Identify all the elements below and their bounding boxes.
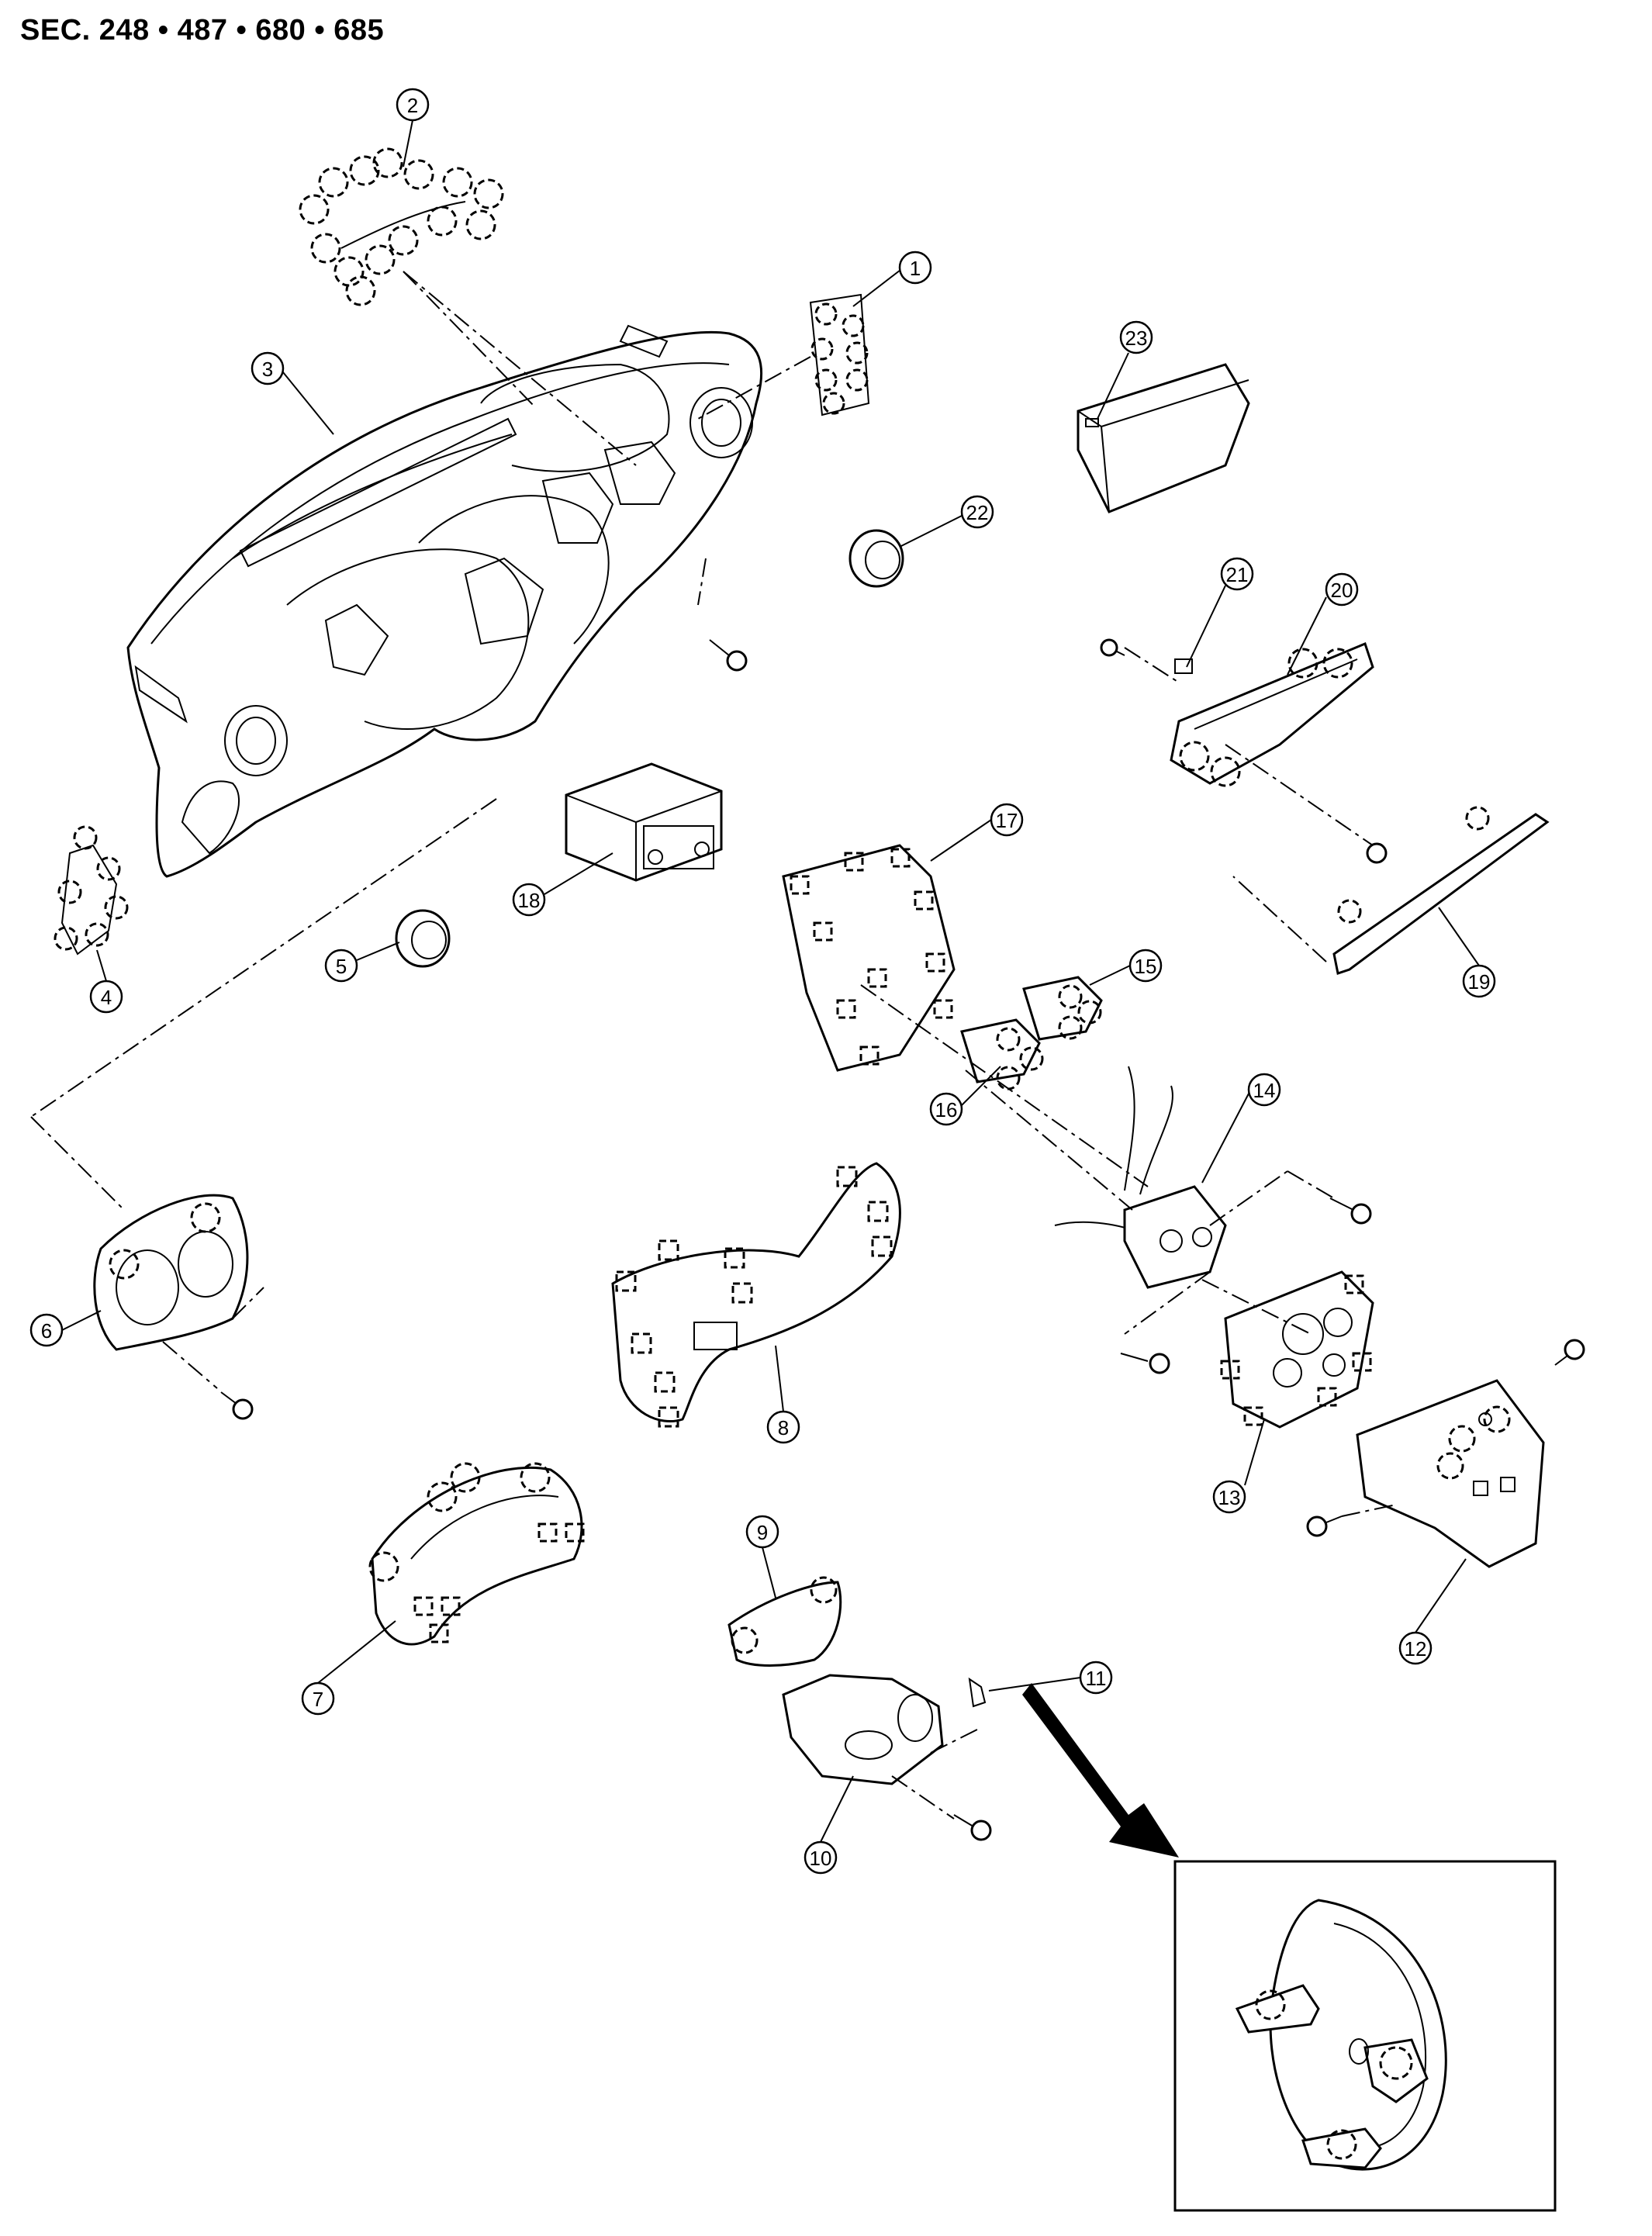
callout-circle xyxy=(929,1092,963,1126)
callout-circle xyxy=(1119,320,1153,354)
cluster-lid-clips xyxy=(299,147,504,306)
callout-circle xyxy=(512,883,546,917)
callout-number: 1 xyxy=(910,257,921,280)
callout-number: 14 xyxy=(1253,1079,1276,1102)
glove-box xyxy=(1077,363,1250,513)
callout-7: 7 xyxy=(301,1681,335,1716)
lower-instrument-panel xyxy=(611,1162,901,1428)
callout-leaders xyxy=(61,119,1480,1843)
callout-19: 19 xyxy=(1462,964,1496,998)
callout-number: 2 xyxy=(407,94,418,117)
callout-circle xyxy=(89,980,123,1014)
callout-20: 20 xyxy=(1325,572,1359,607)
side-trim-bar xyxy=(1332,806,1550,975)
callout-16: 16 xyxy=(929,1092,963,1126)
callout-17: 17 xyxy=(990,803,1024,837)
callout-number: 4 xyxy=(101,986,112,1009)
callout-number: 6 xyxy=(41,1319,52,1343)
callout-11: 11 xyxy=(1079,1661,1113,1695)
assembly-lines xyxy=(30,271,1397,1820)
callout-circle xyxy=(1079,1661,1113,1695)
heater-control-assembly xyxy=(1054,1066,1372,1289)
center-finisher xyxy=(782,844,1103,1090)
callout-circle xyxy=(1128,949,1163,983)
callout-number: 18 xyxy=(518,889,541,912)
callout-circle xyxy=(1325,572,1359,607)
knee-protector xyxy=(1306,1339,1585,1568)
callout-circle xyxy=(301,1681,335,1716)
callout-circle xyxy=(324,949,358,983)
callout-number: 10 xyxy=(810,1847,832,1870)
callout-8: 8 xyxy=(766,1410,800,1444)
inset-detail xyxy=(1022,1683,1557,2212)
callout-number: 12 xyxy=(1405,1637,1427,1661)
steering-column-cover-upper xyxy=(728,1576,842,1667)
callout-number: 16 xyxy=(935,1098,958,1121)
callout-3: 3 xyxy=(251,351,285,385)
combination-meter xyxy=(93,1194,254,1420)
callout-circle xyxy=(898,251,932,285)
left-knob xyxy=(395,909,451,968)
callout-number: 7 xyxy=(313,1688,323,1711)
callout-circle xyxy=(1398,1631,1433,1665)
callout-circle xyxy=(1220,557,1254,591)
lower-left-bracket xyxy=(54,825,129,956)
detail-arrow xyxy=(1022,1683,1179,1858)
callout-5: 5 xyxy=(324,949,358,983)
callout-number: 17 xyxy=(996,809,1018,832)
callout-13: 13 xyxy=(1212,1480,1246,1514)
callout-10: 10 xyxy=(804,1840,838,1875)
side-bracket-clips xyxy=(809,293,870,416)
audio-unit xyxy=(565,762,723,882)
instrument-panel-assembly xyxy=(126,324,762,878)
callout-circle xyxy=(396,88,430,122)
callout-circle xyxy=(804,1840,838,1875)
callout-number: 15 xyxy=(1135,955,1157,978)
callout-22: 22 xyxy=(960,495,994,529)
callout-14: 14 xyxy=(1247,1073,1281,1107)
callout-circle xyxy=(29,1313,64,1347)
center-lower-panel xyxy=(1120,1270,1374,1429)
callout-circle xyxy=(1247,1073,1281,1107)
steering-column-cover-lower xyxy=(782,1674,992,1841)
screw-panel xyxy=(709,639,748,672)
callout-9: 9 xyxy=(745,1515,779,1549)
callout-21: 21 xyxy=(1220,557,1254,591)
callout-circle xyxy=(766,1410,800,1444)
callout-1: 1 xyxy=(898,251,932,285)
callout-number: 21 xyxy=(1226,563,1249,586)
callout-4: 4 xyxy=(89,980,123,1014)
callout-circle xyxy=(1212,1480,1246,1514)
callout-number: 22 xyxy=(966,501,989,524)
callout-circle xyxy=(1462,964,1496,998)
callout-23: 23 xyxy=(1119,320,1153,354)
callout-circle xyxy=(251,351,285,385)
callout-number: 23 xyxy=(1125,327,1148,350)
callout-circle xyxy=(745,1515,779,1549)
callout-number: 5 xyxy=(336,955,347,978)
callout-number: 19 xyxy=(1468,970,1491,994)
callout-6: 6 xyxy=(29,1313,64,1347)
callout-circle xyxy=(960,495,994,529)
callout-2: 2 xyxy=(396,88,430,122)
callout-circle xyxy=(990,803,1024,837)
callout-number: 20 xyxy=(1331,579,1353,602)
callout-12: 12 xyxy=(1398,1631,1433,1665)
lower-cover-assembly xyxy=(1100,638,1388,864)
callout-number: 8 xyxy=(778,1416,789,1439)
switch-knob xyxy=(848,529,904,588)
cluster-finisher xyxy=(368,1462,585,1646)
callout-number: 13 xyxy=(1218,1486,1241,1509)
callout-number: 9 xyxy=(757,1521,768,1544)
callout-number: 11 xyxy=(1086,1667,1107,1690)
callout-number: 3 xyxy=(262,358,273,381)
section-title: SEC. 248 • 487 • 680 • 685 xyxy=(20,14,385,47)
callout-15: 15 xyxy=(1128,949,1163,983)
callout-18: 18 xyxy=(512,883,546,917)
